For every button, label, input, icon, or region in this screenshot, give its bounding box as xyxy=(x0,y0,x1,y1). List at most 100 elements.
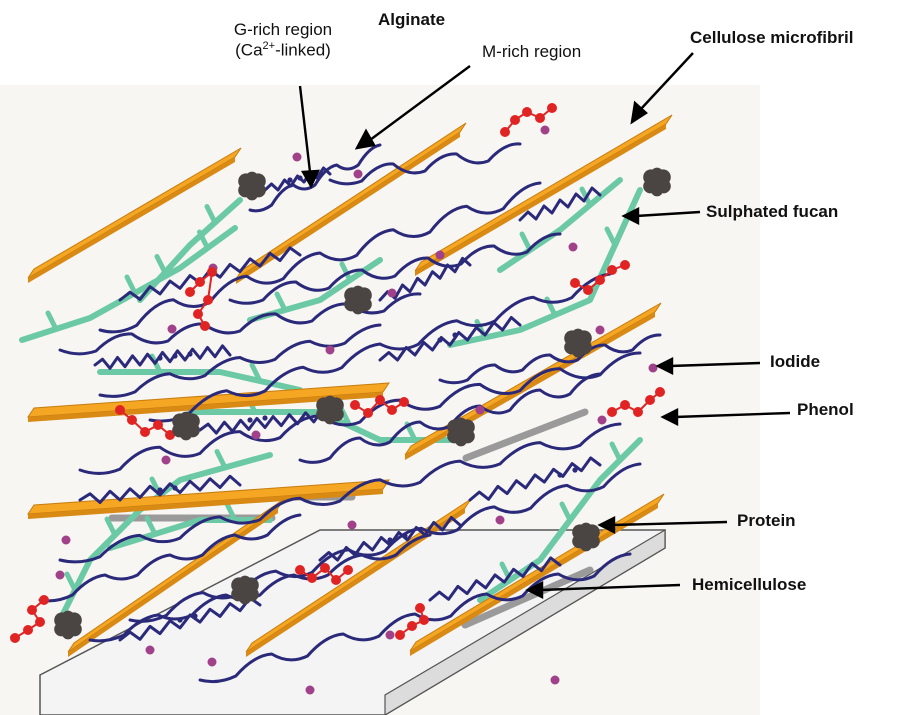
phenol-unit xyxy=(203,295,213,305)
phenol-unit xyxy=(655,387,665,397)
calcium-dot xyxy=(557,472,562,477)
iodide-dot xyxy=(252,431,261,440)
protein-blob xyxy=(344,286,372,315)
iodide-dot xyxy=(168,325,177,334)
label-sulphated-fucan: Sulphated fucan xyxy=(706,202,838,222)
phenol-unit xyxy=(583,285,593,295)
label-protein: Protein xyxy=(737,511,796,531)
calcium-dot xyxy=(287,177,292,182)
label-cellulose-microfibril: Cellulose microfibril xyxy=(690,28,853,48)
phenol-unit xyxy=(419,615,429,625)
phenol-unit xyxy=(115,405,125,415)
calcium-dot xyxy=(402,533,407,538)
phenol-unit xyxy=(295,565,305,575)
calcium-dot xyxy=(387,537,392,542)
calcium-dot xyxy=(247,417,252,422)
phenol-unit xyxy=(207,267,217,277)
calcium-dot xyxy=(187,351,192,356)
phenol-unit xyxy=(320,563,330,573)
protein-blob xyxy=(447,418,475,447)
iodide-dot xyxy=(496,516,505,525)
label-alginate: Alginate xyxy=(378,10,445,30)
phenol-unit xyxy=(307,573,317,583)
iodide-dot xyxy=(541,126,550,135)
iodide-dot xyxy=(146,646,155,655)
phenol-unit xyxy=(620,400,630,410)
phenol-unit xyxy=(547,103,557,113)
protein-blob xyxy=(172,412,200,441)
phenol-unit xyxy=(10,633,20,643)
label-g-rich-line2: (Ca2+-linked) xyxy=(214,40,352,60)
label-iodide: Iodide xyxy=(770,352,820,372)
protein-blob xyxy=(316,396,344,425)
phenol-unit xyxy=(331,575,341,585)
phenol-unit xyxy=(195,277,205,287)
iodide-dot xyxy=(598,416,607,425)
protein-blob xyxy=(572,523,600,552)
iodide-dot xyxy=(386,631,395,640)
phenol-unit xyxy=(645,395,655,405)
phenol-unit xyxy=(607,407,617,417)
phenol-unit xyxy=(35,617,45,627)
phenol-unit xyxy=(350,400,360,410)
calcium-dot xyxy=(192,613,197,618)
iodide-dot xyxy=(293,153,302,162)
iodide-dot xyxy=(56,571,65,580)
iodide-dot xyxy=(162,456,171,465)
protein-blob xyxy=(643,168,671,197)
calcium-dot xyxy=(177,617,182,622)
phenol-unit xyxy=(595,275,605,285)
iodide-dot xyxy=(551,676,560,685)
phenol-unit xyxy=(27,605,37,615)
iodide-dot xyxy=(388,289,397,298)
label-phenol: Phenol xyxy=(797,400,854,420)
calcium-dot xyxy=(172,485,177,490)
phenol-unit xyxy=(200,321,210,331)
iodide-dot xyxy=(306,686,315,695)
calcium-dot xyxy=(157,355,162,360)
phenol-unit xyxy=(500,127,510,137)
phenol-unit xyxy=(570,278,580,288)
iodide-dot xyxy=(326,346,335,355)
calcium-dot xyxy=(297,175,302,180)
protein-blob xyxy=(238,172,266,201)
iodide-dot xyxy=(569,243,578,252)
phenol-unit xyxy=(620,260,630,270)
iodide-dot xyxy=(436,251,445,260)
protein-blob xyxy=(564,329,592,358)
iodide-dot xyxy=(348,521,357,530)
label-g-rich-line1: G-rich region xyxy=(214,20,352,40)
phenol-unit xyxy=(140,427,150,437)
protein-blob xyxy=(54,611,82,640)
calcium-dot xyxy=(437,337,442,342)
phenol-unit xyxy=(415,603,425,613)
phenol-unit xyxy=(153,420,163,430)
calcium-dot xyxy=(157,487,162,492)
phenol-unit xyxy=(395,630,405,640)
iodide-dot xyxy=(596,326,605,335)
iodide-dot xyxy=(208,658,217,667)
label-hemicellulose: Hemicellulose xyxy=(692,575,806,595)
calcium-dot xyxy=(262,415,267,420)
phenol-unit xyxy=(607,265,617,275)
iodide-dot xyxy=(649,364,658,373)
iodide-dot xyxy=(354,170,363,179)
iodide-dot xyxy=(62,536,71,545)
calcium-dot xyxy=(172,353,177,358)
phenol-unit xyxy=(633,407,643,417)
phenol-unit xyxy=(185,287,195,297)
phenol-unit xyxy=(399,397,409,407)
label-m-rich-region: M-rich region xyxy=(482,42,581,62)
iodide-dot xyxy=(476,406,485,415)
phenol-unit xyxy=(407,621,417,631)
phenol-unit xyxy=(343,565,353,575)
phenol-unit xyxy=(522,107,532,117)
phenol-unit xyxy=(193,309,203,319)
phenol-unit xyxy=(23,625,33,635)
calcium-dot xyxy=(572,467,577,472)
phenol-unit xyxy=(363,408,373,418)
phenol-unit xyxy=(535,113,545,123)
calcium-dot xyxy=(452,332,457,337)
phenol-unit xyxy=(127,415,137,425)
phenol-unit xyxy=(375,395,385,405)
